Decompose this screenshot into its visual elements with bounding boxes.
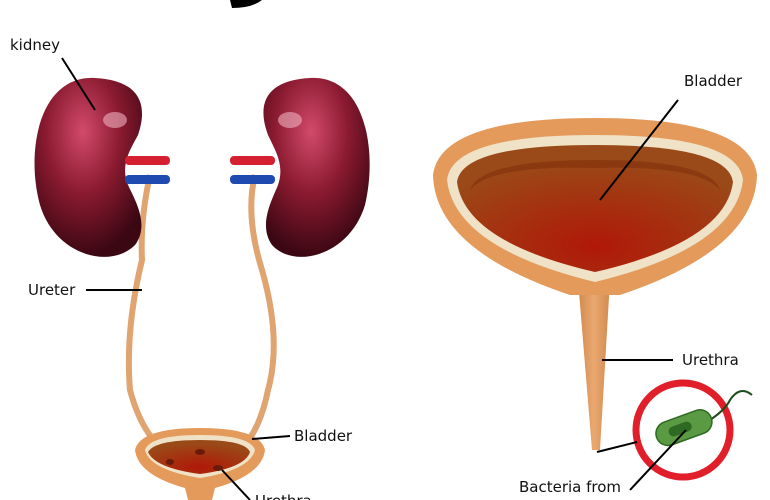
right-artery [230, 156, 275, 165]
small-urethra-label: Urethra [255, 492, 312, 500]
bacteria-label: Bacteria from [519, 478, 622, 496]
left-kidney [34, 77, 143, 257]
leader-lines [61, 57, 687, 500]
left-vein [125, 175, 170, 184]
right-kidney [263, 77, 370, 257]
ureter-label: Ureter [28, 281, 76, 299]
large-bladder-label: Bladder [684, 72, 743, 90]
bacteria-callout [632, 379, 753, 481]
small-bladder-label: Bladder [294, 427, 353, 445]
small-bladder [135, 428, 265, 500]
kidney-label: kidney [10, 36, 60, 54]
right-ureter [247, 174, 277, 440]
right-vein [230, 175, 275, 184]
left-artery [125, 156, 170, 165]
top-shape [230, 0, 262, 8]
large-urethra-label: Urethra [682, 351, 739, 369]
left-ureter [125, 174, 155, 440]
large-bladder [433, 118, 757, 450]
